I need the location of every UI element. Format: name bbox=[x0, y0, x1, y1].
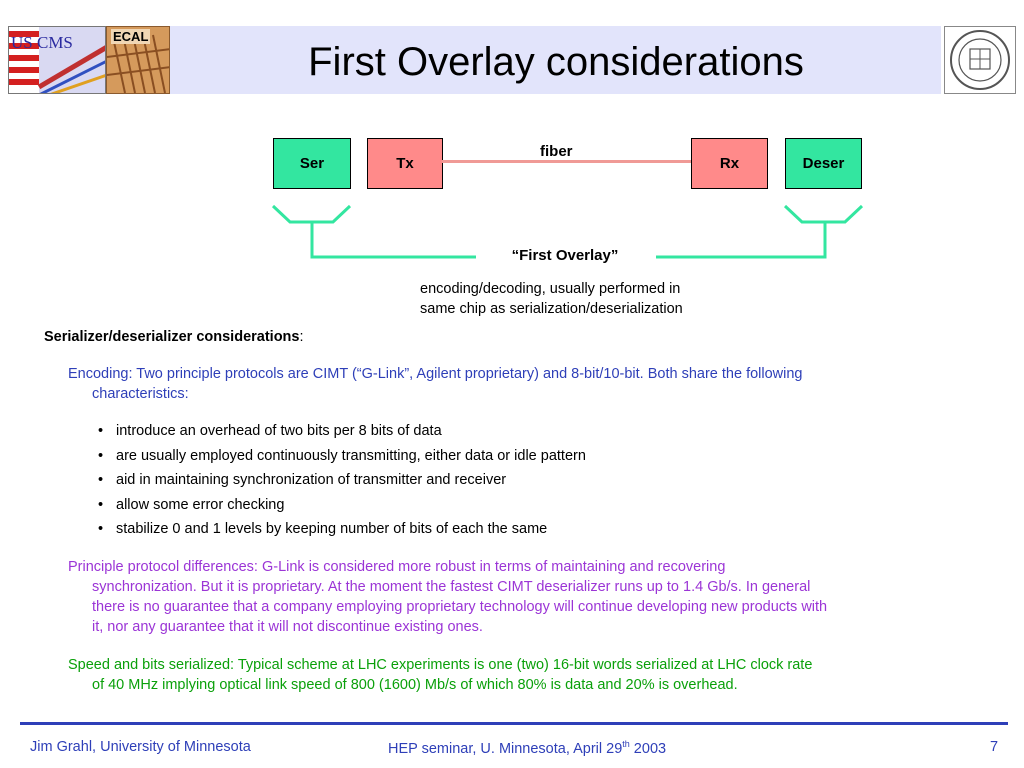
encoding-first-line: Encoding: Two principle protocols are CI… bbox=[68, 366, 803, 382]
tx-block: Tx bbox=[367, 138, 443, 189]
differences-line: synchronization. But it is proprietary. … bbox=[92, 579, 811, 595]
list-item-text: allow some error checking bbox=[116, 496, 285, 513]
footer-event: HEP seminar, U. Minnesota, April 29th 20… bbox=[388, 739, 666, 757]
list-item-text: aid in maintaining synchronization of tr… bbox=[116, 472, 507, 489]
overlay-bracket bbox=[271, 204, 864, 259]
encoding-line: Encoding: Two principle protocols are CI… bbox=[68, 364, 960, 384]
encoding-paragraph: Encoding: Two principle protocols are CI… bbox=[68, 364, 960, 404]
footer-event-sup: th bbox=[622, 739, 630, 749]
encoding-line: characteristics: bbox=[92, 386, 189, 402]
speed-paragraph: Speed and bits serialized: Typical schem… bbox=[68, 655, 960, 695]
list-item: • stabilize 0 and 1 levels by keeping num… bbox=[98, 519, 586, 544]
uscms-logo-text: US CMS bbox=[11, 33, 73, 52]
ecal-logo: ECAL bbox=[106, 26, 170, 94]
first-overlay-description: encoding/decoding, usually performed in … bbox=[420, 279, 750, 319]
footer-author: Jim Grahl, University of Minnesota bbox=[30, 739, 251, 755]
footer-divider bbox=[20, 722, 1008, 725]
rx-block: Rx bbox=[691, 138, 768, 189]
slide-title: First Overlay considerations bbox=[308, 40, 804, 84]
list-item-text: stabilize 0 and 1 levels by keeping numb… bbox=[116, 521, 548, 538]
heading-colon: : bbox=[299, 329, 304, 345]
list-item: • aid in maintaining synchronization of t… bbox=[98, 470, 586, 495]
bullet-icon: • bbox=[98, 447, 104, 464]
university-seal-logo bbox=[944, 26, 1016, 94]
bullet-icon: • bbox=[98, 521, 104, 538]
differences-first-line: Principle protocol differences: G-Link i… bbox=[68, 559, 726, 575]
first-overlay-label: “First Overlay” bbox=[511, 247, 619, 264]
differences-line: there is no guarantee that a company emp… bbox=[92, 599, 828, 615]
fiber-label: fiber bbox=[540, 143, 573, 160]
considerations-heading: Serializer/deserializer considerations: bbox=[44, 329, 304, 345]
list-item: • allow some error checking bbox=[98, 495, 586, 520]
speed-line: of 40 MHz implying optical link speed of… bbox=[92, 677, 738, 693]
footer-event-year: 2003 bbox=[629, 740, 667, 757]
uscms-logo: US CMS bbox=[8, 26, 106, 94]
protocol-differences-paragraph: Principle protocol differences: G-Link i… bbox=[68, 557, 960, 637]
differences-line: Principle protocol differences: G-Link i… bbox=[68, 557, 960, 577]
fiber-line bbox=[442, 160, 692, 163]
list-item: • introduce an overhead of two bits per 8… bbox=[98, 421, 586, 446]
characteristics-list: • introduce an overhead of two bits per 8… bbox=[98, 421, 586, 544]
page-number: 7 bbox=[990, 739, 999, 755]
list-item-text: introduce an overhead of two bits per 8 … bbox=[116, 423, 442, 439]
bullet-icon: • bbox=[98, 472, 104, 489]
speed-first-line: Speed and bits serialized: Typical schem… bbox=[68, 657, 813, 673]
deser-block: Deser bbox=[785, 138, 862, 189]
overlay-desc-line: encoding/decoding, usually performed in bbox=[420, 281, 681, 297]
list-item-text: are usually employed continuously transm… bbox=[116, 447, 586, 464]
overlay-desc-line: same chip as serialization/deserializati… bbox=[420, 301, 683, 317]
bullet-icon: • bbox=[98, 423, 104, 439]
considerations-heading-text: Serializer/deserializer considerations bbox=[44, 329, 300, 345]
ecal-logo-text: ECAL bbox=[111, 29, 151, 44]
speed-line: Speed and bits serialized: Typical schem… bbox=[68, 655, 960, 675]
bullet-icon: • bbox=[98, 496, 104, 513]
list-item: • are usually employed continuously trans… bbox=[98, 446, 586, 471]
ser-block: Ser bbox=[273, 138, 351, 189]
differences-line: it, nor any guarantee that it will not d… bbox=[92, 619, 483, 635]
footer-event-text: HEP seminar, U. Minnesota, April 29 bbox=[388, 740, 623, 757]
